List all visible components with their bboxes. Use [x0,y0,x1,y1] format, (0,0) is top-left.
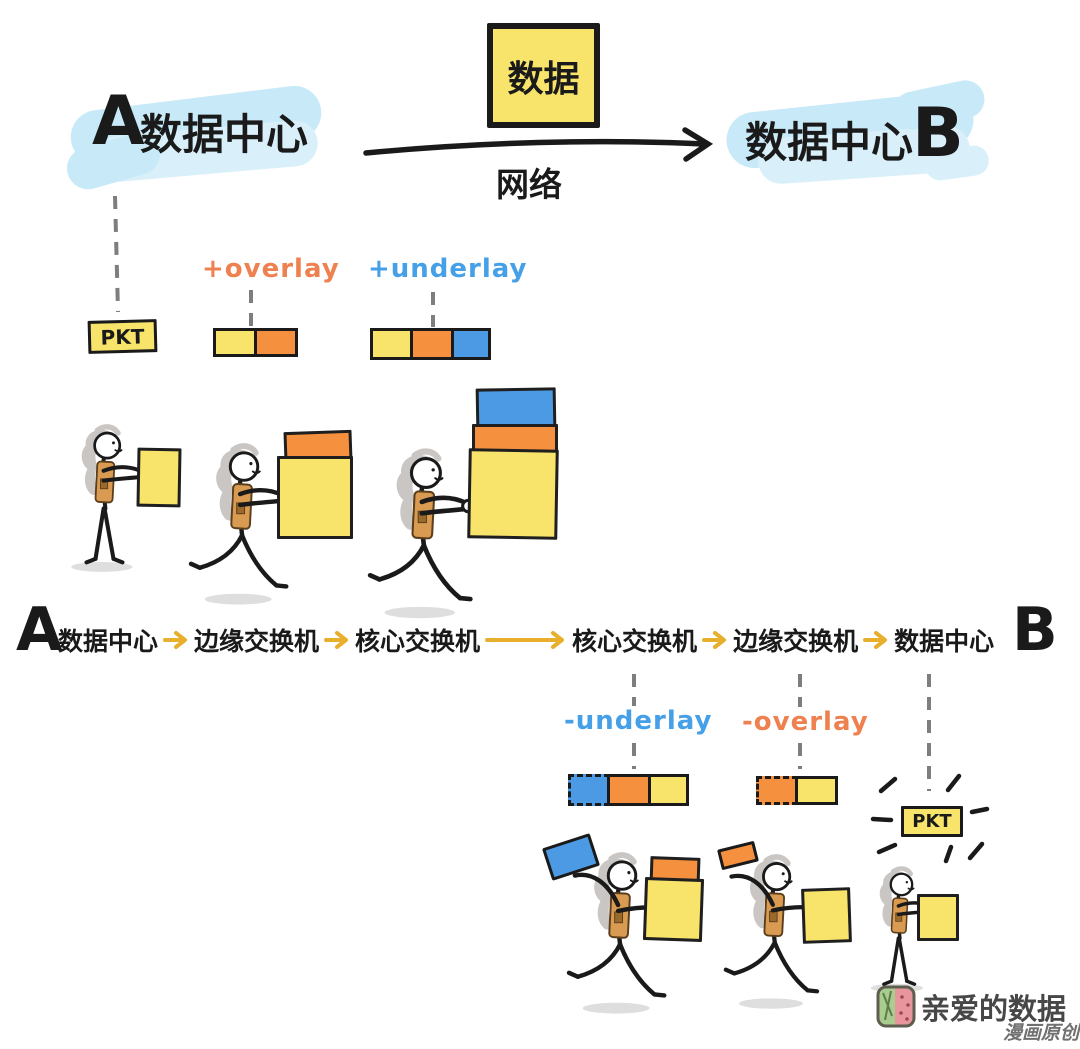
add-underlay-label: +underlay [368,254,528,284]
datacenter-a-letter: A [92,82,145,161]
pkt-box-source-label: PKT [100,323,145,350]
carried-packet-medium [277,456,353,539]
carried-packet-small [136,447,182,508]
segment-overlay [607,774,651,806]
brand-name: 亲爱的数据 [921,992,1067,1026]
path-step-core-switch-a: 核心交换机 [355,627,481,656]
packet-removing-overlay [756,776,838,805]
network-label: 网络 [496,165,562,204]
flow-arrow-icon [702,631,727,649]
flow-arrow-icon [324,631,349,649]
carrier-figure-4 [566,852,670,1014]
path-step-edge-switch-a: 边缘交换机 [194,627,320,656]
pkt-box-destination-label: PKT [912,811,952,832]
path-b-letter: B [1012,595,1058,665]
segment-overlay [410,328,454,360]
pkt-box-source: PKT [87,319,158,354]
transfer-arrow-icon [363,127,714,162]
segment-overlay-removed [756,776,798,805]
carried-packet-large [467,448,559,540]
carrier-figure-5 [723,854,822,1009]
segment-payload [795,776,838,805]
segment-payload [370,328,413,360]
segment-underlay [451,328,491,360]
brand-logo-icon [876,985,916,1028]
path-step-datacenter-b: 数据中心 [894,627,995,656]
carrier-figure-1 [71,424,151,572]
data-box-label: 数据 [507,58,580,100]
pkt-box-destination: PKT [901,806,963,837]
packet-removing-underlay [568,774,689,806]
segment-payload [213,328,257,357]
path-step-datacenter-a: 数据中心 [58,627,159,656]
carried-packet-decap-1 [642,876,705,943]
flow-arrow-icon [163,631,188,649]
segment-underlay-removed [568,774,610,806]
datacenter-b-letter: B [912,94,964,173]
datacenter-a-label: 数据中心 [140,110,309,159]
switch-path-row: 数据中心 边缘交换机 核心交换机 核心交换机 边缘交换机 数据中心 [58,622,1008,658]
data-box: 数据 [487,23,600,128]
brand-tagline: 漫画原创 [1003,1022,1080,1044]
packet-with-underlay [370,328,491,360]
path-step-core-switch-b: 核心交换机 [572,627,698,656]
packet-with-overlay [213,328,298,357]
carried-packet-final [917,894,959,941]
flow-arrow-icon [863,631,888,649]
remove-underlay-label: -underlay [561,706,716,736]
segment-payload [648,774,689,806]
segment-overlay [254,328,298,357]
flow-arrow-long-icon [485,631,565,649]
path-a-letter: A [16,595,63,665]
path-step-edge-switch-b: 边缘交换机 [733,627,859,656]
add-overlay-label: +overlay [202,254,340,284]
remove-overlay-label: -overlay [739,707,872,737]
datacenter-b-label: 数据中心 [745,118,914,167]
carried-packet-decap-2 [801,887,852,944]
